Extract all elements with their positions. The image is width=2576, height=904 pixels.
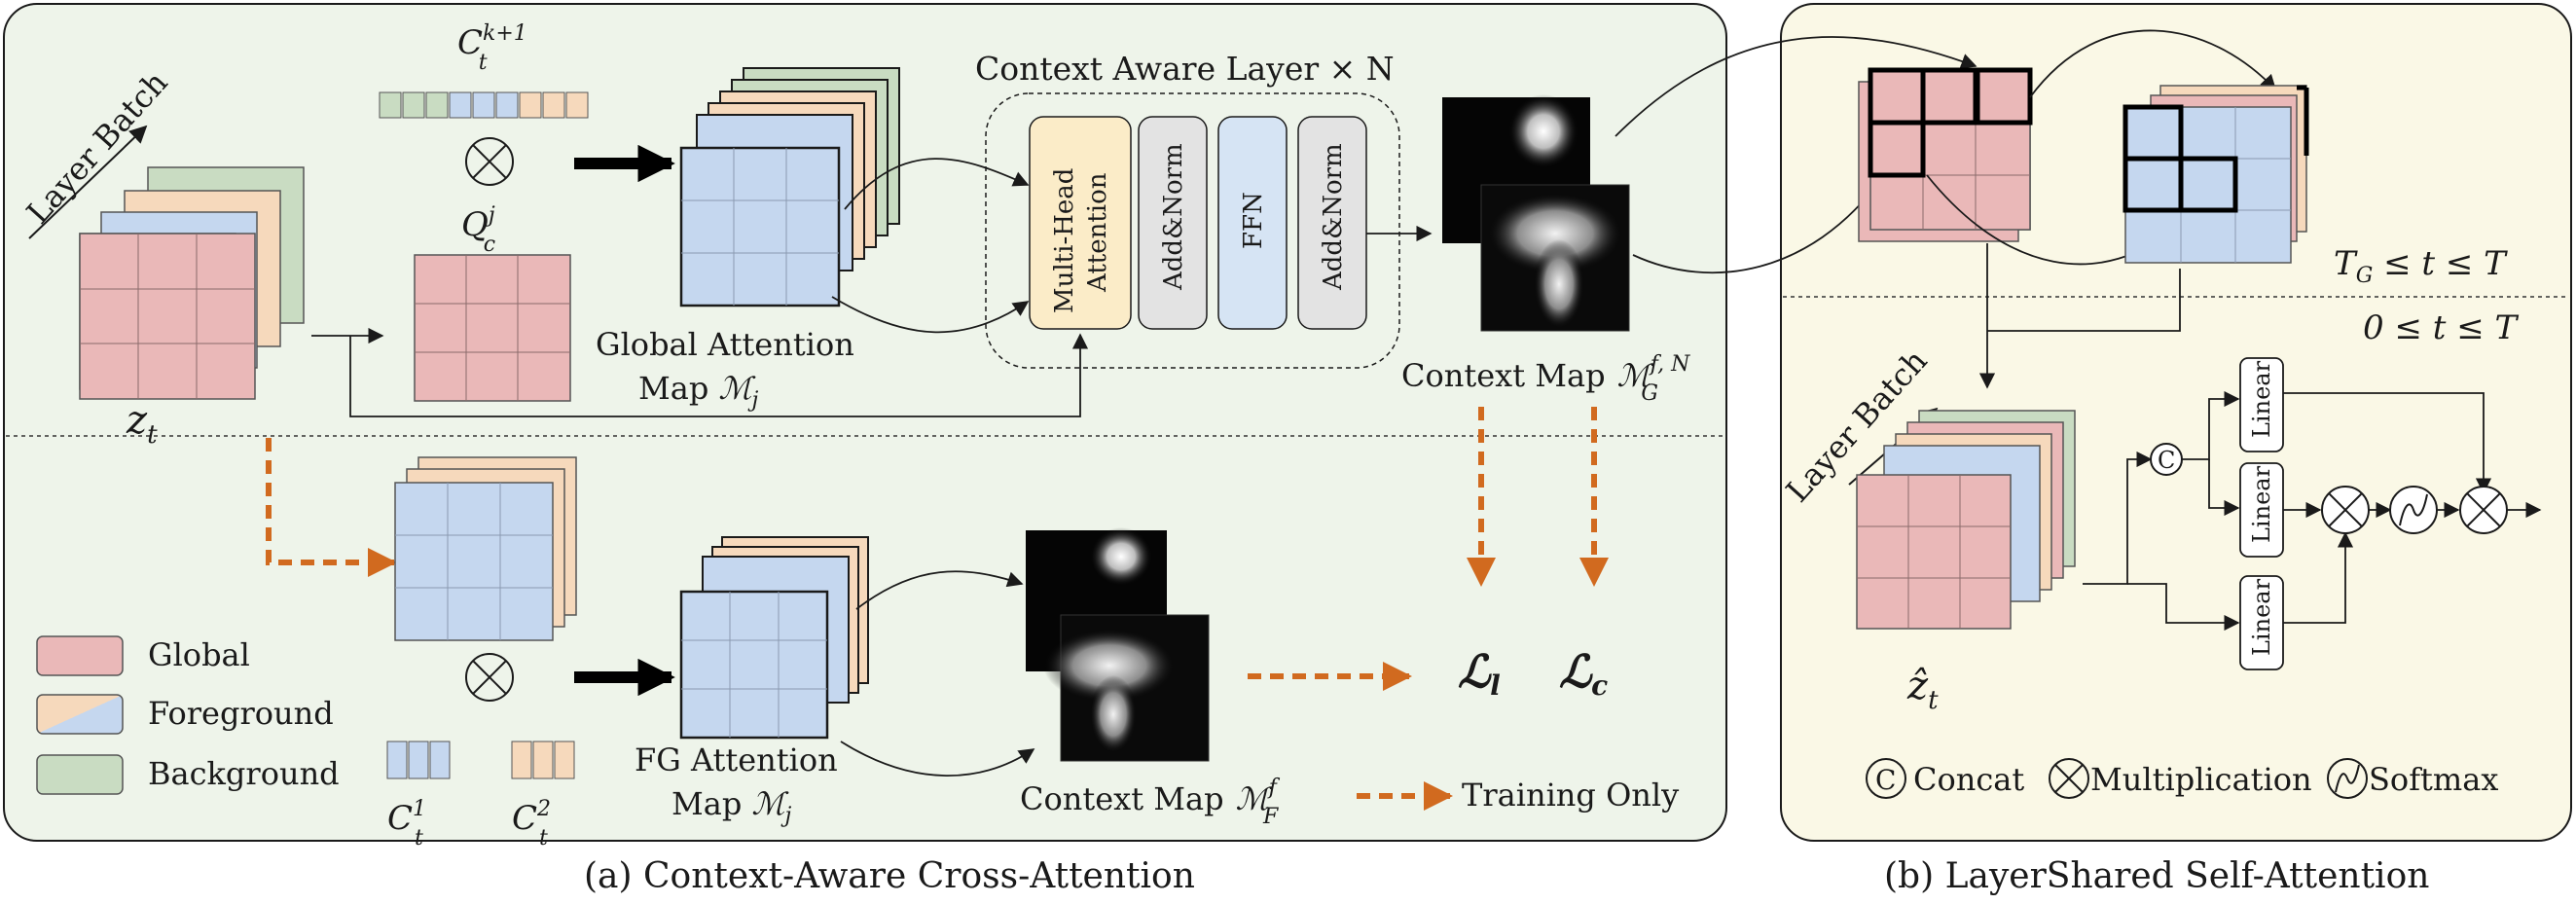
- softmax-node: [2389, 486, 2438, 534]
- flow-main-split: [2083, 451, 2153, 585]
- mha-block: Multi-Head Attention: [1029, 116, 1132, 330]
- arrow-global-to-mha-bottom: [831, 296, 1030, 334]
- fg-cube-stack: [394, 456, 577, 641]
- svg-text:Linear: Linear: [2248, 465, 2275, 543]
- arrow-global-to-mha-top: [844, 158, 1030, 210]
- panelb-pink-cube: [1858, 67, 2033, 242]
- svg-text:Background: Background: [148, 755, 340, 792]
- legend-softmax-icon: [2327, 758, 2368, 799]
- legend-multiplication-label: Multiplication: [2090, 761, 2312, 798]
- arrow-pink-to-blue: [2029, 29, 2277, 98]
- svg-text:Add&Norm: Add&Norm: [1159, 143, 1188, 291]
- ffn-block: FFN: [1217, 116, 1288, 330]
- linear-block-3: Linear: [2239, 575, 2284, 670]
- ct2-tokens: [511, 741, 575, 779]
- legend-background: Background: [36, 754, 340, 795]
- flow-to-linear3: [2127, 583, 2240, 632]
- arrow-map-to-panelb-bottom: [1632, 181, 1879, 274]
- orange-arrow-zt-to-fg: [266, 438, 397, 577]
- arrow-map-to-panelb-top: [1615, 36, 1977, 137]
- global-attention-label-line1: Global Attention: [596, 326, 854, 363]
- arrow-fg-to-map-bottom: [840, 741, 1035, 777]
- concat-node: C: [2150, 443, 2183, 476]
- arrow-fg-to-map-top: [855, 570, 1024, 610]
- svg-text:Multi-Head: Multi-Head: [1050, 168, 1079, 313]
- svg-text:C: C: [2158, 447, 2175, 474]
- zt-label: zt: [126, 398, 158, 450]
- multiply-circle-bottom: [465, 653, 514, 702]
- zt-hat-cube-stack: [1856, 410, 2076, 630]
- addnorm-block-2: Add&Norm: [1297, 116, 1367, 330]
- panelb-line-right: [1987, 269, 2181, 332]
- svg-text:Linear: Linear: [2248, 578, 2275, 656]
- context-map-g-images: [1442, 94, 1630, 332]
- multiply-circle-top: [465, 137, 514, 186]
- zt-cube-stack: [79, 166, 305, 400]
- legend-foreground: Foreground: [36, 694, 334, 735]
- loss-l: ℒl: [1458, 645, 1501, 702]
- arrow-zt-to-mha: [349, 333, 1089, 417]
- legend-global: Global: [36, 635, 250, 676]
- flow-concat-to-linear1: [2182, 390, 2240, 460]
- zt-hat-label: ẑt: [1906, 664, 1939, 715]
- linear-block-2: Linear: [2239, 462, 2284, 558]
- legend-concat-label: Concat: [1913, 761, 2024, 798]
- svg-text:Foreground: Foreground: [148, 695, 334, 732]
- linear-block-1: Linear: [2239, 357, 2284, 452]
- context-aware-layer-title: Context Aware Layer × N: [975, 50, 1395, 88]
- panel-b-caption: (b) LayerShared Self-Attention: [1884, 856, 2429, 896]
- fg-attention-map-stack: [679, 536, 869, 740]
- panel-a-caption: (a) Context-Aware Cross-Attention: [584, 856, 1195, 896]
- panelb-blue-cube: [2122, 85, 2309, 264]
- loss-c: ℒc: [1559, 645, 1608, 702]
- context-aware-layer-box: [985, 92, 1400, 369]
- mult-node-2: [2459, 486, 2508, 534]
- svg-text:Linear: Linear: [2248, 360, 2275, 438]
- svg-text:Global: Global: [148, 636, 250, 673]
- ct1-tokens: [386, 741, 451, 779]
- svg-text:C: C: [1875, 764, 1896, 796]
- flow-linear3-out: [2283, 531, 2354, 624]
- global-attention-map-stack: [679, 67, 900, 307]
- svg-text:Add&Norm: Add&Norm: [1319, 143, 1348, 291]
- svg-text:FFN: FFN: [1239, 192, 1268, 249]
- legend-softmax-label: Softmax: [2369, 761, 2498, 798]
- fg-attention-label-line1: FG Attention: [635, 741, 838, 778]
- flow-concat-to-linear2: [2208, 459, 2240, 517]
- context-map-f-images: [1026, 527, 1210, 762]
- ctk1-token-strip: [379, 91, 589, 119]
- layer-batch-arrow: [28, 125, 148, 239]
- panelb-range-top: TG ≤ t ≤ T: [2334, 244, 2508, 288]
- addnorm-block-1: Add&Norm: [1138, 116, 1208, 330]
- legend-multiplication-icon: [2049, 758, 2089, 799]
- panelb-range-bottom: 0 ≤ t ≤ T: [2363, 308, 2520, 347]
- svg-text:Attention: Attention: [1083, 172, 1112, 293]
- training-only-label: Training Only: [1462, 777, 1679, 814]
- flow-linear1-out: [2283, 392, 2492, 494]
- legend-concat-icon: C: [1866, 758, 1906, 799]
- qcj-grid: [414, 254, 571, 402]
- mult-node-1: [2321, 486, 2370, 534]
